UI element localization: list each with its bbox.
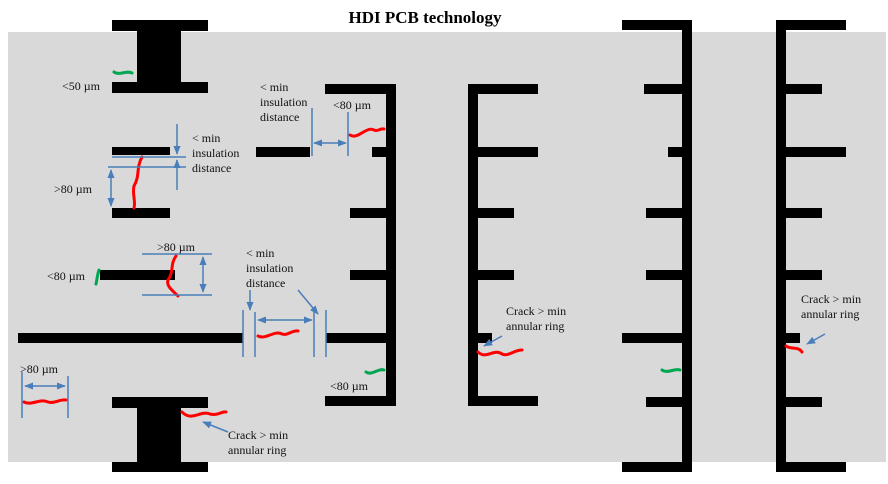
- pad: [622, 20, 692, 30]
- ok-mark: [94, 268, 101, 286]
- label-gt80um-bottom: >80 µm: [20, 362, 59, 376]
- label-lt80um-bottom: <80 µm: [330, 379, 369, 393]
- leader-arrow: [297, 289, 319, 315]
- pad: [776, 462, 846, 472]
- label-line: distance: [192, 161, 232, 175]
- plated-hole-4-wall: [776, 20, 786, 472]
- pad: [644, 84, 692, 94]
- label-gt80um-left: >80 µm: [54, 182, 93, 196]
- ok-marks: [94, 70, 682, 375]
- filled-via-bottom-cap: [112, 462, 208, 472]
- filled-via-bottom-barrel: [137, 408, 181, 462]
- pad: [776, 333, 800, 343]
- pad: [776, 270, 822, 280]
- leader-arrow: [806, 333, 826, 345]
- crack-line: [180, 410, 228, 418]
- pad: [646, 208, 692, 218]
- crack-line: [784, 344, 804, 354]
- dimension-lines: [21, 108, 826, 433]
- filled-via-bottom-pad: [112, 397, 208, 408]
- pad: [776, 84, 822, 94]
- label-line: < min: [192, 131, 221, 145]
- pad: [646, 397, 692, 407]
- trace: [112, 208, 170, 218]
- plated-hole-2-wall: [468, 84, 478, 406]
- diagram-title: HDI PCB technology: [348, 8, 502, 27]
- label-line: insulation: [246, 261, 294, 275]
- filled-via-top-barrel: [137, 31, 181, 82]
- pad: [776, 208, 822, 218]
- trace: [622, 333, 692, 343]
- label-line: Crack > min: [506, 304, 567, 318]
- pad: [668, 147, 692, 157]
- pad: [468, 396, 538, 406]
- pad: [325, 84, 396, 94]
- label-crack-right: Crack > min annular ring: [801, 292, 861, 322]
- pad: [622, 462, 692, 472]
- leader-arrow: [202, 421, 229, 433]
- label-line: Crack > min: [801, 292, 862, 306]
- crack-line: [348, 127, 386, 138]
- crack-line: [131, 155, 144, 210]
- crack-line: [166, 254, 180, 298]
- trace: [100, 270, 175, 280]
- label-line: distance: [246, 276, 286, 290]
- ok-mark: [660, 368, 682, 373]
- label-crack-middle: Crack > min annular ring: [506, 304, 566, 334]
- label-line: < min: [246, 246, 275, 260]
- pad: [350, 270, 396, 280]
- label-lt50um: <50 µm: [62, 79, 101, 93]
- trace: [18, 333, 243, 343]
- crack-line: [22, 398, 68, 405]
- label-crack-bottom: Crack > min annular ring: [228, 428, 288, 458]
- crack-line: [476, 348, 524, 357]
- crack-line: [256, 329, 300, 339]
- cracks: [22, 127, 804, 418]
- pad: [468, 333, 492, 343]
- pad: [372, 147, 396, 157]
- label-lt80um-top: <80 µm: [333, 98, 372, 112]
- label-line: Crack > min: [228, 428, 289, 442]
- label-line: < min: [260, 80, 289, 94]
- trace: [256, 147, 310, 157]
- label-lt80um-left: <80 µm: [47, 269, 86, 283]
- leader-arrow: [483, 335, 503, 347]
- pad: [468, 270, 514, 280]
- filled-via-top-cap: [112, 20, 208, 31]
- label-min-insulation-bottom: < min insulation distance: [246, 246, 293, 291]
- ok-mark: [364, 368, 386, 375]
- trace: [468, 147, 538, 157]
- pad: [776, 20, 846, 30]
- label-line: annular ring: [228, 443, 287, 457]
- plated-hole-3-wall: [682, 20, 692, 472]
- label-min-insulation-top: < min insulation distance: [260, 80, 307, 125]
- label-line: annular ring: [506, 319, 565, 333]
- trace: [112, 147, 170, 155]
- pad: [468, 84, 538, 94]
- label-line: distance: [260, 110, 300, 124]
- pad: [350, 208, 396, 218]
- trace: [326, 333, 396, 343]
- label-gt80um-middle: >80 µm: [157, 240, 196, 254]
- pad: [646, 270, 692, 280]
- pad: [468, 208, 514, 218]
- label-line: insulation: [260, 95, 308, 109]
- plated-hole-1-wall: [386, 84, 396, 406]
- pad: [776, 397, 822, 407]
- label-min-insulation-left: < min insulation distance: [192, 131, 239, 176]
- conductors: [18, 20, 846, 472]
- label-line: annular ring: [801, 307, 860, 321]
- filled-via-top-pad: [112, 82, 208, 93]
- board-background: [8, 32, 886, 462]
- label-line: insulation: [192, 146, 240, 160]
- trace: [776, 147, 846, 157]
- ok-mark: [112, 70, 134, 75]
- pad: [325, 396, 396, 406]
